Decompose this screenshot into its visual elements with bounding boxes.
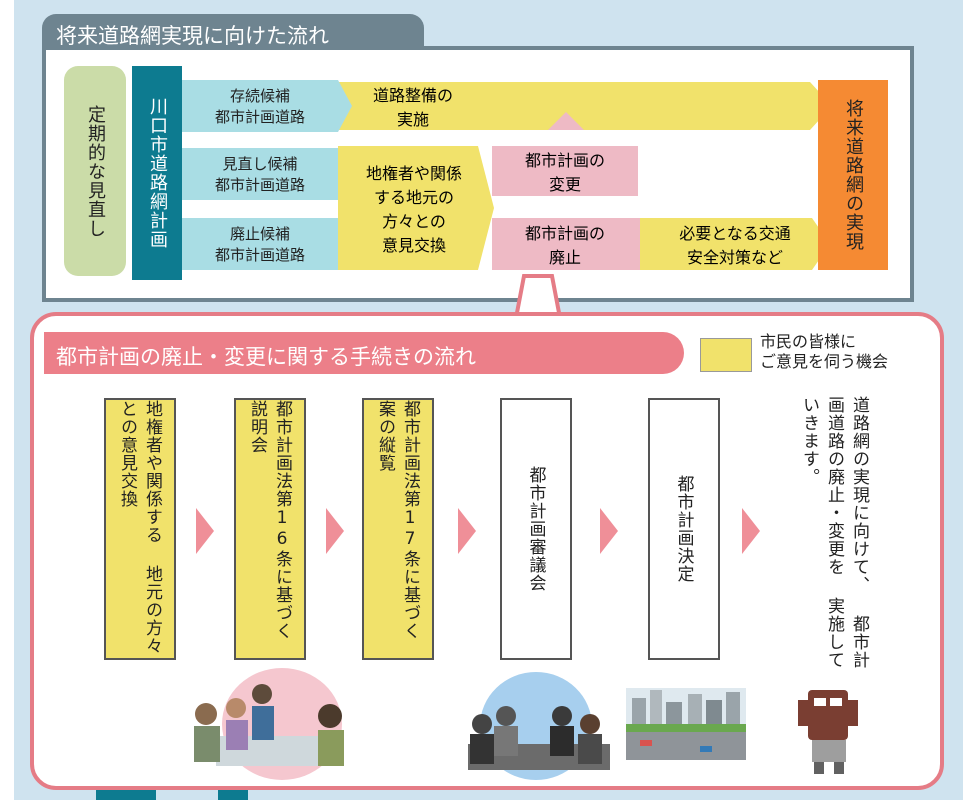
- legend-text: 市民の皆様に ご意見を伺う機会: [760, 332, 889, 371]
- future-road-network: 将来道路網の実現: [818, 80, 888, 270]
- step-arrow-2: [326, 508, 344, 554]
- step-public-inspection: 都市計画法第17条に基づく 案の縦覧: [362, 398, 434, 660]
- step-opinion-exchange: 地権者や関係する 地元の方々との意見交換: [104, 398, 176, 660]
- step-planning-council: 都市計画審議会: [500, 398, 572, 660]
- step-arrow-3: [458, 508, 476, 554]
- road-candidate-review: 見直し候補 都市計画道路: [182, 148, 338, 200]
- opinion-exchange-label: 地権者や関係 する地元の 方々との 意見交換: [365, 164, 462, 255]
- legend-swatch: [700, 338, 752, 372]
- city-illustration: [626, 688, 746, 760]
- road-candidate-continue: 存続候補 都市計画道路: [182, 80, 338, 132]
- step-plan-decision: 都市計画決定: [648, 398, 720, 660]
- conclusion-text: 道路網の実現に向けて、 都市計画道路の廃止・変更を 実施していきます。: [799, 396, 869, 669]
- step-arrow-4: [600, 508, 618, 554]
- flow-arrow-road-work: [338, 82, 832, 130]
- meeting-illustration: [194, 668, 344, 780]
- up-arrow-change: [548, 112, 584, 130]
- procedure-title: 都市計画の廃止・変更に関する手続きの流れ: [44, 332, 684, 374]
- abolish-arrow: [492, 218, 654, 270]
- road-candidate-abolish: 廃止候補 都市計画道路: [182, 218, 338, 270]
- change-arrow: [492, 146, 638, 196]
- section-title-future-road: 将来道路網実現に向けた流れ: [42, 14, 424, 50]
- step-arrow-1: [196, 508, 214, 554]
- council-illustration: [468, 672, 610, 780]
- plan-change-label: 都市計画の 変更: [524, 151, 605, 194]
- plan-abolish-label: 都市計画の 廃止: [524, 224, 605, 267]
- bottom-bar-2: [218, 790, 248, 800]
- safety-arrow: [640, 218, 830, 270]
- mascot-illustration: [798, 690, 858, 774]
- road-network-plan: 川口市道路網計画: [132, 66, 182, 280]
- up-arrow-stem: [556, 130, 576, 146]
- step-arrow-5: [742, 508, 760, 554]
- road-work-label: 道路整備の 実施: [372, 86, 453, 129]
- exchange-arrow: [338, 146, 494, 270]
- safety-measures-label: 必要となる交通 安全対策など: [679, 224, 791, 267]
- periodic-review: 定期的な見直し: [64, 66, 126, 276]
- bottom-bar-1: [96, 790, 156, 800]
- step-briefing-session: 都市計画法第16条に基づく 説明会: [234, 398, 306, 660]
